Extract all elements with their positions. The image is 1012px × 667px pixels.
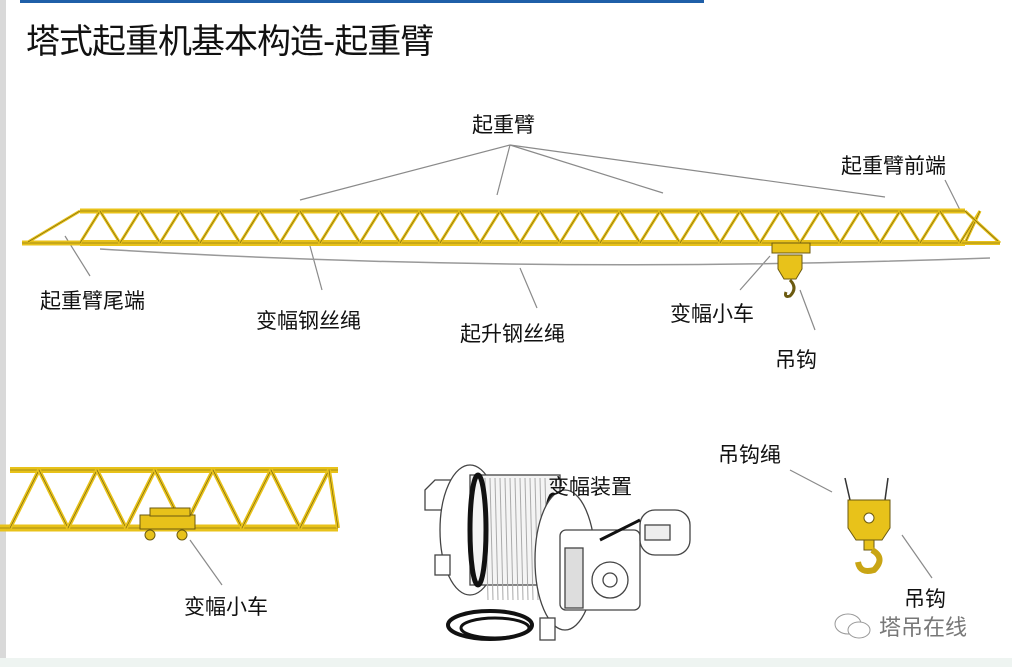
drum-rope-wrap (524, 477, 529, 601)
wechat-icon (834, 613, 871, 639)
diagonal-edge (499, 210, 521, 244)
drum-rope-wrap (504, 477, 509, 601)
drum-rope-wrap (514, 477, 519, 601)
diagonal-edge (439, 210, 461, 244)
diagonal-edge (919, 210, 941, 244)
label-hook: 吊钩 (775, 348, 817, 372)
watermark: 塔吊在线 (833, 610, 967, 642)
label-luffing-rope: 变幅钢丝绳 (256, 309, 361, 333)
slide-left-bar (0, 0, 6, 667)
diagonal-edge (419, 210, 441, 244)
diagonal-edge (179, 210, 201, 244)
drum-rope-wrap (489, 477, 494, 601)
drum-rope-wrap (519, 477, 524, 601)
diagonal-edge (259, 210, 281, 244)
label-hook-detail: 吊钩 (904, 587, 946, 611)
diagonal-edge (639, 210, 661, 244)
label-trolley-detail: 变幅小车 (184, 595, 268, 619)
diagonal-edge (479, 210, 501, 244)
diagonal-edge (219, 210, 241, 244)
diagonal-edge (270, 469, 301, 529)
luffing-device-winch (424, 464, 691, 641)
diagonal-edge (139, 210, 161, 244)
diagonal-edge (579, 210, 601, 244)
tail-tie-edge (27, 210, 81, 243)
diagonal-edge (299, 210, 321, 244)
diagonal-edge (239, 210, 261, 244)
diagonal-edge (879, 210, 901, 244)
diagonal-edge (99, 210, 121, 244)
diagonal-edge (67, 469, 98, 529)
diagonal-edge (96, 469, 127, 529)
title-accent-line (20, 0, 704, 3)
diagonal-edge (939, 210, 961, 244)
diagonal-edge (199, 210, 221, 244)
leader-lines (64, 144, 961, 586)
diagonal-edge (619, 210, 641, 244)
label-hook-rope: 吊钩绳 (718, 443, 781, 467)
diagonal-edge (319, 210, 341, 244)
diagonal-edge (659, 210, 681, 244)
hoisting-rope (99, 248, 991, 266)
jib-truss (22, 208, 1002, 246)
label-jib-front: 起重臂前端 (841, 154, 946, 178)
diagonal-edge (241, 469, 272, 529)
diagonal-edge (519, 210, 541, 244)
diagonal-edge (279, 210, 301, 244)
diagonal-edge (839, 210, 861, 244)
trolley (771, 242, 811, 298)
diagonal-edge (125, 469, 156, 529)
label-trolley: 变幅小车 (670, 302, 754, 326)
label-hoisting-rope: 起升钢丝绳 (460, 322, 565, 346)
diagonal-edge (328, 469, 339, 529)
drum-rope-wrap (499, 477, 504, 601)
diagonal-edge (38, 469, 69, 529)
diagonal-edge (559, 210, 581, 244)
diagonal-edge (719, 210, 741, 244)
diagonal-edge (119, 210, 141, 244)
label-luffing-device: 变幅装置 (548, 475, 632, 499)
hook-detail (844, 477, 891, 574)
diagonal-edge (459, 210, 481, 244)
diagonal-edge (859, 210, 881, 244)
drum-rope-wrap (529, 477, 534, 601)
drum-rope-wrap (494, 477, 499, 601)
front-tie-edge (964, 210, 1001, 244)
diagonal-edge (739, 210, 761, 244)
diagonal-edge (679, 210, 701, 244)
diagonal-edge (79, 210, 101, 244)
diagonal-edge (699, 210, 721, 244)
label-jib-tail: 起重臂尾端 (40, 289, 145, 313)
diagonal-edge (379, 210, 401, 244)
diagonal-edge (539, 210, 561, 244)
diagonal-edge (899, 210, 921, 244)
diagonal-edge (399, 210, 421, 244)
page-title: 塔式起重机基本构造-起重臂 (26, 22, 434, 62)
watermark-text: 塔吊在线 (879, 616, 968, 641)
label-jib: 起重臂 (472, 113, 535, 137)
diagonal-edge (599, 210, 621, 244)
diagonal-edge (779, 210, 801, 244)
trolley-detail (139, 507, 196, 541)
diagonal-edge (359, 210, 381, 244)
diagonal-edge (964, 210, 981, 244)
diagonal-edge (759, 210, 781, 244)
diagonal-edge (819, 210, 841, 244)
diagonal-edge (212, 469, 243, 529)
diagonal-edge (799, 210, 821, 244)
diagonal-edge (339, 210, 361, 244)
diagonal-edge (9, 469, 40, 529)
diagonal-edge (299, 469, 330, 529)
diagonal-edge (159, 210, 181, 244)
drum-rope-wrap (509, 477, 514, 601)
bottom-band (0, 658, 1012, 667)
